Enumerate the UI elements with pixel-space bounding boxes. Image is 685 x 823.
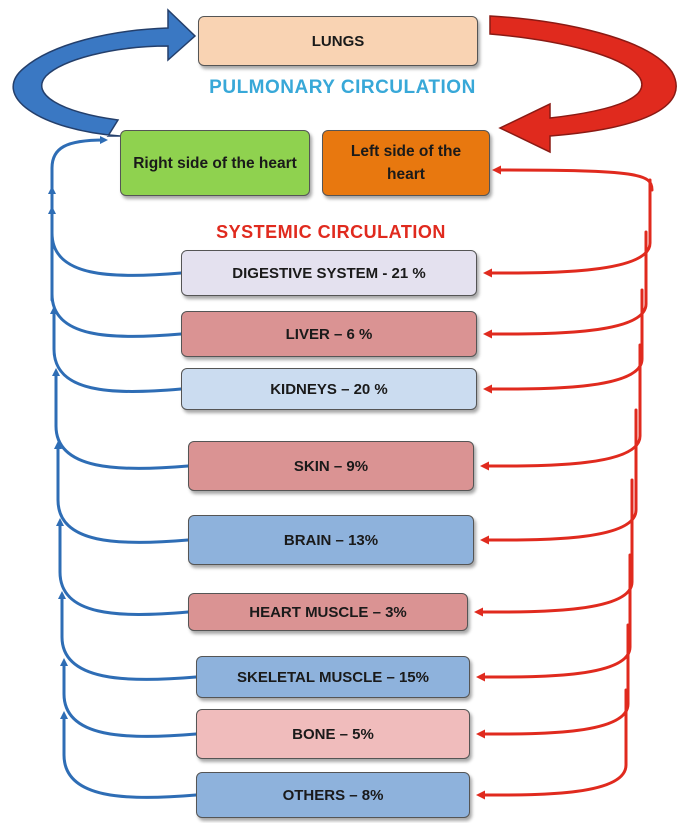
red-supply-arrow — [476, 553, 632, 682]
organ-label: SKIN – 9% — [293, 457, 369, 475]
organ-label: DIGESTIVE SYSTEM - 21 % — [232, 264, 426, 282]
blue-return-arrow — [58, 591, 198, 681]
red-supply-arrow — [476, 688, 628, 800]
lungs-box: LUNGS — [198, 16, 478, 66]
organ-label: BONE – 5% — [292, 725, 374, 743]
organ-box-liver: LIVER – 6 % — [181, 311, 477, 357]
blue-return-arrow — [52, 368, 190, 470]
left-heart-label: Left side of the heart — [350, 143, 462, 183]
blue-return-arrow — [50, 306, 183, 393]
organ-box-brain: BRAIN – 13% — [188, 515, 474, 565]
blue-return-arrow — [56, 518, 190, 616]
red-supply-arrow — [483, 230, 648, 339]
organ-box-digestive: DIGESTIVE SYSTEM - 21 % — [181, 250, 477, 296]
red-supply-main-arrow — [492, 165, 654, 192]
right-heart-label: Right side of the heart — [133, 154, 297, 172]
pulmonary-arrow-to-lungs — [12, 8, 197, 137]
pulmonary-arrow-to-left-heart — [489, 15, 677, 154]
left-heart-box: Left side of the heart — [322, 130, 490, 196]
organ-label: BRAIN – 13% — [283, 531, 379, 549]
organ-label: LIVER – 6 % — [285, 325, 373, 343]
blue-return-arrow — [48, 186, 183, 277]
right-heart-box: Right side of the heart — [120, 130, 310, 196]
organ-box-bone: BONE – 5% — [196, 709, 470, 759]
organ-box-skeletal-muscle: SKELETAL MUSCLE – 15% — [196, 656, 470, 698]
red-supply-arrow — [480, 343, 642, 471]
lungs-label: LUNGS — [311, 32, 365, 50]
red-supply-arrow — [483, 178, 652, 278]
blue-return-arrow — [54, 441, 190, 544]
red-supply-arrow — [483, 288, 644, 394]
organ-label: SKELETAL MUSCLE – 15% — [237, 668, 429, 686]
organ-box-skin: SKIN – 9% — [188, 441, 474, 491]
organ-label: OTHERS – 8% — [282, 786, 384, 804]
organ-label: KIDNEYS – 20 % — [270, 380, 388, 398]
red-supply-arrow — [480, 408, 638, 545]
organ-label: HEART MUSCLE – 3% — [249, 603, 407, 621]
blue-return-arrow — [60, 658, 198, 738]
red-supply-arrow — [474, 478, 634, 617]
organ-box-others: OTHERS – 8% — [196, 772, 470, 818]
blue-return-main-arrow — [50, 136, 108, 302]
red-supply-arrow — [476, 623, 630, 739]
pulmonary-circulation-heading: PULMONARY CIRCULATION — [209, 77, 476, 98]
blue-return-arrow — [60, 711, 198, 799]
systemic-circulation-heading: SYSTEMIC CIRCULATION — [216, 222, 446, 242]
organ-box-kidneys: KIDNEYS – 20 % — [181, 368, 477, 410]
blue-return-arrow — [48, 206, 183, 338]
organ-box-heart-muscle: HEART MUSCLE – 3% — [188, 593, 468, 631]
